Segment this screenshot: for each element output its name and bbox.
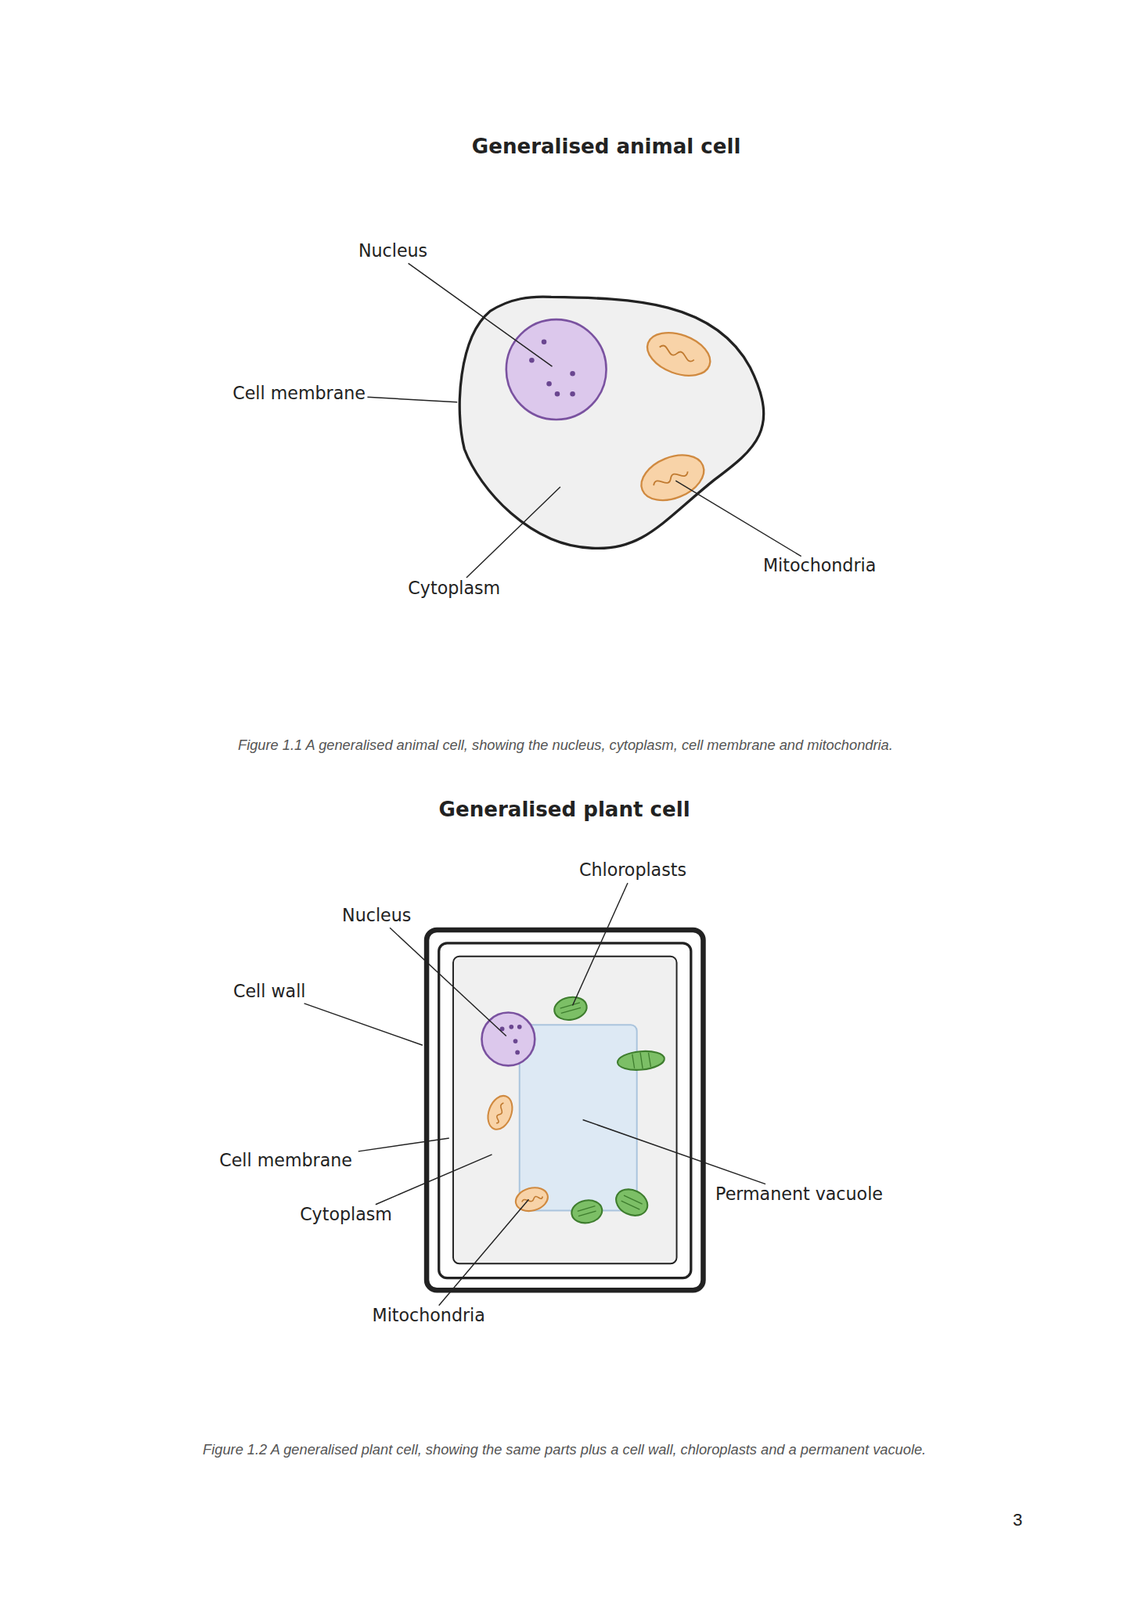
part-label: Nucleus <box>342 904 411 926</box>
figure-caption: Figure 1.1 A generalised animal cell, sh… <box>237 736 894 754</box>
leader-lines <box>304 882 766 1306</box>
chloroplast <box>612 1184 652 1221</box>
part-label: Cell wall <box>233 980 307 1002</box>
part-label: Permanent vacuole <box>715 1183 883 1205</box>
plant-mitochondrion <box>483 1092 517 1133</box>
page-number: 3 <box>1012 1510 1023 1532</box>
cell-wall-inner <box>439 943 692 1279</box>
part-label: Mitochondria <box>763 554 876 577</box>
leader-lines <box>367 262 801 578</box>
figure-title: Generalised plant cell <box>439 796 691 822</box>
chloroplast <box>616 1049 666 1073</box>
part-label: Cytoplasm <box>407 577 501 599</box>
permanent-vacuole <box>519 1024 638 1211</box>
part-label: Cell membrane <box>232 382 366 404</box>
animal-mitochondrion <box>641 324 716 384</box>
animal-cell-outline <box>459 296 764 548</box>
part-label: Chloroplasts <box>579 859 687 881</box>
figure-title: Generalised animal cell <box>471 133 742 159</box>
plant-cell-membrane <box>453 956 678 1265</box>
part-label: Nucleus <box>358 240 428 262</box>
chloroplast <box>552 994 589 1023</box>
figure-caption: Figure 1.2 A generalised plant cell, sho… <box>202 1440 926 1459</box>
part-label: Mitochondria <box>372 1305 486 1327</box>
part-label: Cell membrane <box>219 1149 353 1171</box>
part-label: Cytoplasm <box>299 1203 393 1225</box>
chloroplast <box>569 1197 605 1225</box>
animal-nucleus <box>506 319 607 420</box>
animal-mitochondrion <box>634 446 711 509</box>
plant-mitochondrion <box>513 1184 552 1215</box>
cell-wall <box>426 929 703 1290</box>
